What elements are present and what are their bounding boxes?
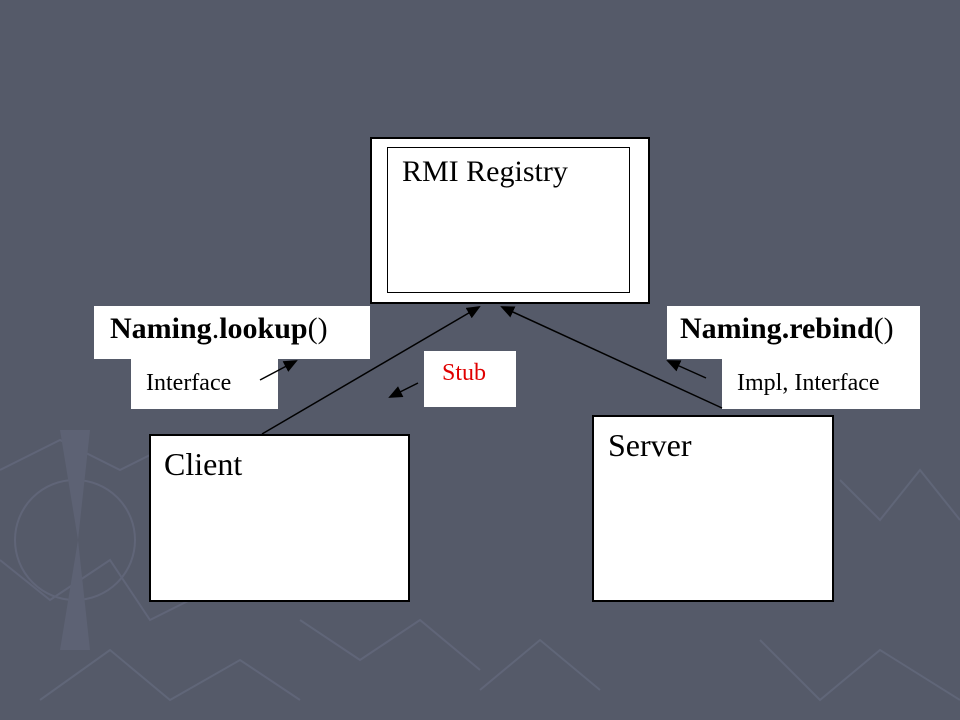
lookup-label-box (94, 306, 370, 359)
interface-arrow (259, 360, 298, 381)
client-label: Client (164, 446, 243, 482)
client-to-registry-arrow (261, 305, 481, 435)
server-to-registry-arrow (500, 306, 723, 409)
impl-interface-label-box (722, 359, 920, 409)
naming-lookup-call: Naming.lookup() (110, 312, 328, 346)
stub-label: Stub (442, 360, 487, 386)
rmi-registry-label: RMI Registry (402, 155, 568, 188)
lookup-method: lookup (219, 312, 308, 345)
lookup-dot: . (211, 312, 220, 345)
rebind-parens: () (873, 312, 894, 345)
rmi-registry-box (370, 137, 650, 304)
rebind-dot: . (781, 312, 790, 345)
client-box (149, 434, 410, 602)
rebind-method: rebind (789, 312, 874, 345)
interface-label-box (131, 359, 278, 409)
lookup-object: Naming (110, 312, 212, 345)
impl-interface-label: Impl, Interface (737, 370, 880, 396)
server-label: Server (608, 427, 692, 463)
stub-label-box (424, 351, 516, 407)
rebind-object: Naming (680, 312, 782, 345)
interface-label: Interface (146, 370, 232, 396)
rmi-registry-inner-frame (387, 147, 630, 293)
impl-interface-arrow (666, 360, 707, 379)
stub-arrow (388, 382, 419, 398)
naming-rebind-call: Naming.rebind() (680, 312, 894, 346)
rebind-label-box (667, 306, 920, 359)
server-box (592, 415, 834, 602)
lookup-parens: () (307, 312, 328, 345)
